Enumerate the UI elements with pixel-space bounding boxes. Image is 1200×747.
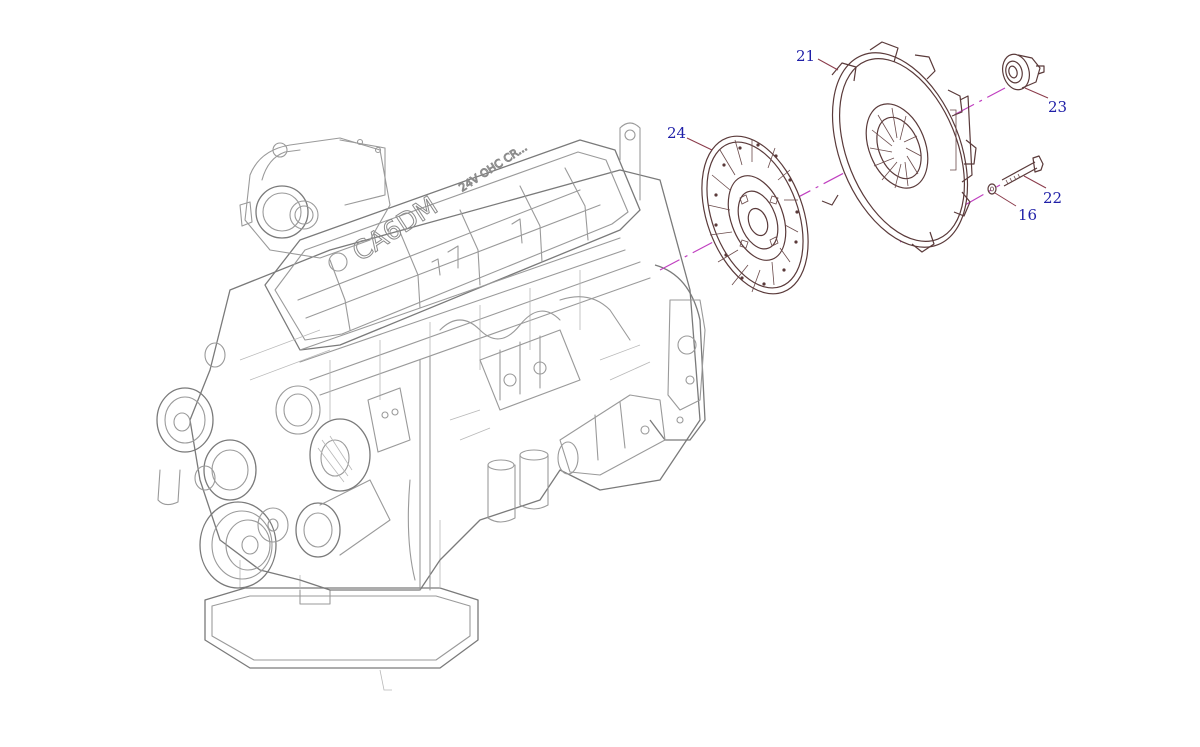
clutch-disc-part	[701, 135, 809, 295]
valve-cover: CA6DM 24V OHC CR...	[264, 122, 641, 351]
callout-23: 23	[1048, 98, 1067, 116]
starter-motor	[557, 394, 666, 476]
turbocharger	[239, 137, 391, 259]
front-accessories	[156, 342, 411, 589]
fuel-system	[479, 296, 631, 411]
callout-21: 21	[796, 47, 815, 65]
callout-24: 24	[667, 124, 686, 142]
callout-16: 16	[1018, 206, 1037, 224]
callout-22: 22	[1043, 189, 1062, 207]
release-bearing-part	[1002, 53, 1045, 91]
oil-pan	[204, 520, 479, 691]
flywheel-housing	[649, 264, 706, 441]
engine-subtitle-marking: 24V OHC CR...	[457, 141, 530, 195]
engine-drawing: CA6DM 24V OHC CR...	[156, 122, 706, 691]
washer-part	[987, 183, 997, 195]
bolt-part	[1001, 155, 1044, 187]
oil-filters	[487, 449, 549, 523]
pressure-plate-part	[821, 41, 977, 253]
callouts: 21 23 24 22 16	[667, 47, 1067, 224]
